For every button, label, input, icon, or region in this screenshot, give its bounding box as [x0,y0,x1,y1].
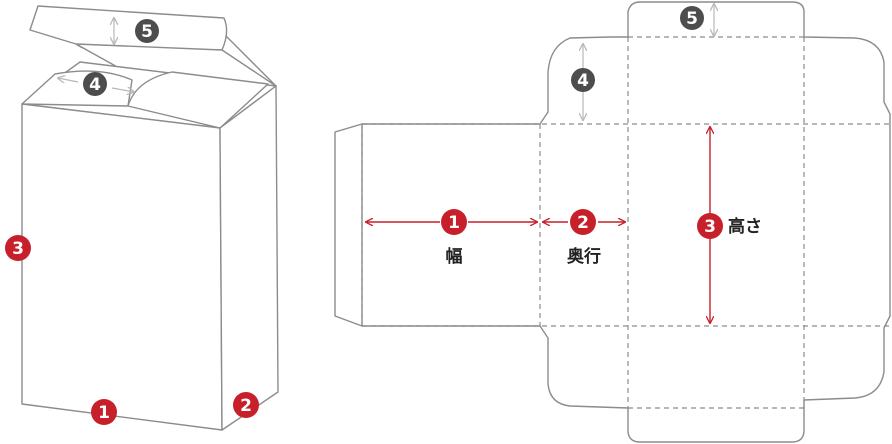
box-marker-top-flap: 5 [135,19,159,43]
dieline-marker-tuck-flap: 4 [571,68,595,92]
dieline-marker-top-flap: 5 [680,6,704,30]
dieline-marker-height: 3 [697,213,723,239]
svg-text:2: 2 [577,213,589,233]
svg-text:5: 5 [141,22,153,42]
height-label: 高さ [728,216,762,237]
box-side-face [219,85,279,431]
svg-text:2: 2 [240,396,252,416]
dieline-marker-width: 1 [441,209,467,235]
svg-text:3: 3 [12,239,24,259]
box-marker-tuck-flap: 4 [83,72,107,96]
box-tuck-width-arrow-right [111,88,134,92]
svg-text:5: 5 [686,9,698,29]
box-marker-depth: 2 [233,392,259,418]
box-front-face [21,103,223,431]
box-marker-height: 3 [5,235,31,261]
dieline-marker-depth: 2 [570,209,596,235]
dieline-outline [361,1,891,443]
width-label: 幅 [446,246,463,267]
svg-text:3: 3 [704,217,716,237]
svg-text:4: 4 [577,71,589,91]
svg-text:1: 1 [448,213,460,233]
box-tuck-lid [29,5,228,52]
svg-text:4: 4 [89,75,101,95]
box-top-tuck-curve [127,71,269,129]
box-marker-width: 1 [91,399,117,425]
box-tuck-width-arrow-left [58,78,79,82]
dieline-glue-flap [334,123,363,327]
depth-label: 奥行 [567,246,601,267]
svg-text:1: 1 [98,403,110,423]
box-3d-view [21,5,279,431]
dieline-view [334,1,891,443]
